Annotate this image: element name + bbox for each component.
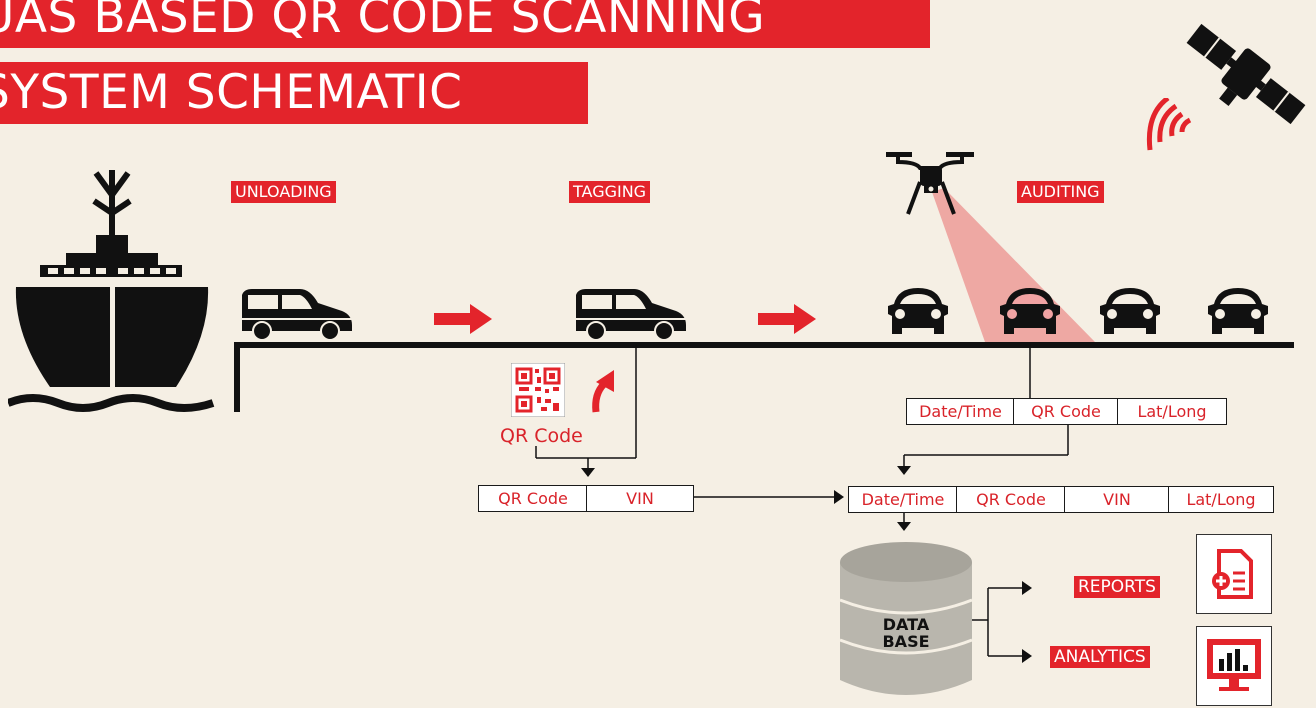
drone-camera-beam	[932, 188, 1095, 342]
stage-label-auditing: AUDITING	[1017, 181, 1104, 203]
signal-icon	[1146, 98, 1192, 151]
arrow-right-icon	[434, 304, 492, 334]
car-front-icon	[1208, 288, 1268, 334]
ship-icon	[8, 170, 215, 412]
merged-field-qrcode: QR Code	[956, 486, 1066, 513]
record-link-arrowhead	[834, 490, 844, 504]
merged-field-datetime: Date/Time	[848, 486, 958, 513]
output-label-reports: REPORTS	[1074, 576, 1160, 598]
arrow-up-icon	[592, 370, 614, 413]
database-label-line1: DATA	[882, 615, 930, 634]
ground-line	[234, 342, 1294, 348]
tag-field-qrcode: QR Code	[478, 485, 588, 512]
arrow-right-icon	[758, 304, 816, 334]
audit-field-datetime: Date/Time	[906, 398, 1015, 425]
title-line-2-text: SYSTEM SCHEMATIC	[0, 65, 463, 120]
qr-code-icon	[511, 363, 565, 417]
drone-icon	[886, 152, 974, 215]
merged-field-vin: VIN	[1064, 486, 1170, 513]
qr-code-label: QR Code	[500, 425, 583, 447]
van-icon	[242, 289, 352, 341]
car-front-icon	[1100, 288, 1160, 334]
stage-label-unloading: UNLOADING	[231, 181, 336, 203]
output-label-analytics: ANALYTICS	[1050, 646, 1150, 668]
stage-label-tagging: TAGGING	[569, 181, 651, 203]
database-icon	[839, 542, 973, 695]
satellite-icon	[1186, 23, 1306, 125]
audit-field-latlong: Lat/Long	[1117, 398, 1227, 425]
merged-field-latlong: Lat/Long	[1168, 486, 1274, 513]
to-analytics-arrowhead	[1022, 649, 1032, 663]
database-label: DATA BASE	[836, 616, 976, 650]
record-to-db-arrowhead	[897, 522, 911, 531]
audit-arrowhead	[897, 466, 911, 475]
car-front-icon	[1000, 288, 1060, 334]
tagging-arrowhead	[581, 468, 595, 477]
car-front-icon	[888, 288, 948, 334]
to-reports-arrowhead	[1022, 581, 1032, 595]
audit-field-qrcode: QR Code	[1013, 398, 1119, 425]
analytics-icon	[1196, 626, 1272, 706]
title-line-1: UAS BASED QR CODE SCANNING	[0, 0, 930, 48]
tag-field-vin: VIN	[586, 485, 694, 512]
database-label-line2: BASE	[882, 632, 930, 651]
ground-post	[234, 342, 240, 412]
title-line-2: SYSTEM SCHEMATIC	[0, 62, 588, 124]
van-icon	[576, 289, 686, 341]
report-icon	[1196, 534, 1272, 614]
title-line-1-text: UAS BASED QR CODE SCANNING	[0, 0, 766, 44]
